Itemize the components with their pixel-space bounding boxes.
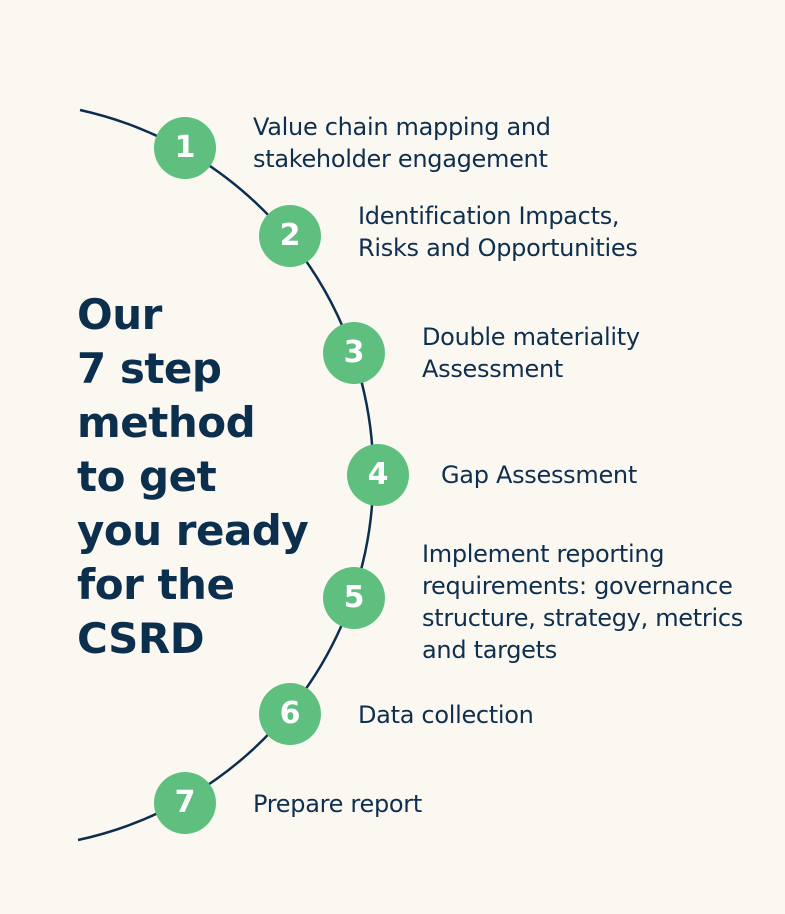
step-3-label: Double materiality Assessment xyxy=(422,321,640,385)
step-label-line: Assessment xyxy=(422,355,563,383)
step-1-badge: 1 xyxy=(154,117,216,179)
step-label-line: Data collection xyxy=(358,701,534,729)
step-1-label: Value chain mapping and stakeholder enga… xyxy=(253,111,551,175)
headline: Our 7 step method to get you ready for t… xyxy=(77,288,309,666)
step-7-badge: 7 xyxy=(154,772,216,834)
step-2-badge: 2 xyxy=(259,205,321,267)
step-label-line: structure, strategy, metrics xyxy=(422,604,743,632)
headline-line: for the xyxy=(77,560,235,609)
step-label-line: Value chain mapping and xyxy=(253,113,551,141)
step-label-line: stakeholder engagement xyxy=(253,145,548,173)
step-5-label: Implement reporting requirements: govern… xyxy=(422,538,743,666)
step-4-badge: 4 xyxy=(347,444,409,506)
step-2-label: Identification Impacts, Risks and Opport… xyxy=(358,200,638,264)
step-label-line: requirements: governance xyxy=(422,572,733,600)
headline-line: Our xyxy=(77,290,162,339)
step-5-badge: 5 xyxy=(323,567,385,629)
step-label-line: Implement reporting xyxy=(422,540,665,568)
step-7-label: Prepare report xyxy=(253,788,422,820)
headline-line: CSRD xyxy=(77,614,205,663)
step-label-line: Gap Assessment xyxy=(441,461,637,489)
step-label-line: Prepare report xyxy=(253,790,422,818)
step-6-badge: 6 xyxy=(259,683,321,745)
step-label-line: Identification Impacts, xyxy=(358,202,620,230)
step-label-line: Double materiality xyxy=(422,323,640,351)
headline-line: 7 step xyxy=(77,344,222,393)
headline-line: you ready xyxy=(77,506,309,555)
step-6-label: Data collection xyxy=(358,699,534,731)
step-4-label: Gap Assessment xyxy=(441,459,637,491)
step-label-line: Risks and Opportunities xyxy=(358,234,638,262)
headline-line: to get xyxy=(77,452,217,501)
step-3-badge: 3 xyxy=(323,322,385,384)
headline-line: method xyxy=(77,398,256,447)
step-label-line: and targets xyxy=(422,636,557,664)
